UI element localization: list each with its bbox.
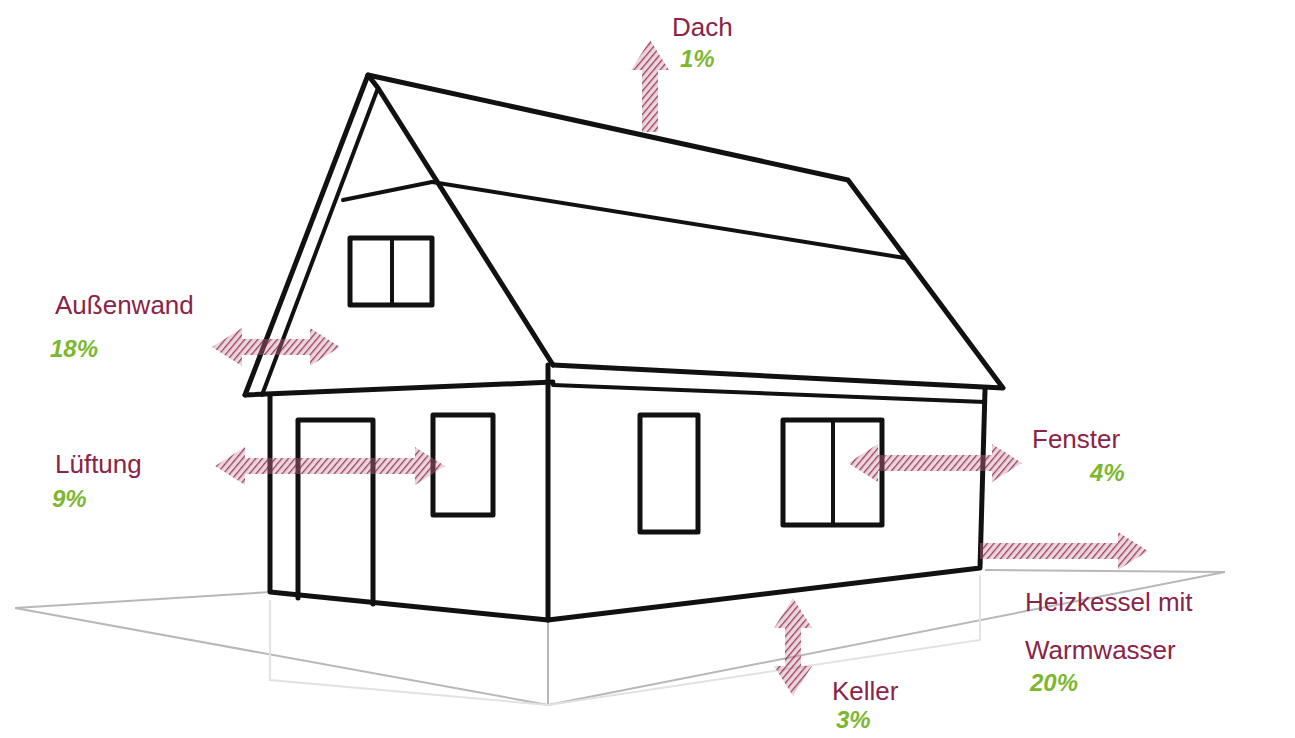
loss-label: Außenwand: [55, 290, 194, 320]
percentage-value: 9%: [52, 484, 87, 514]
heat-arrow: [212, 328, 340, 366]
loss-label: Fenster: [1032, 424, 1120, 454]
loss-label: Dach: [672, 12, 733, 42]
percentage-value: 4%: [1090, 458, 1125, 488]
heat-loss-arrows: [212, 40, 1148, 696]
loss-label: Heizkessel mit Warmwasser: [1025, 578, 1287, 674]
heat-arrow: [215, 447, 445, 485]
heat-arrow: [631, 40, 669, 132]
heat-arrow: [774, 598, 812, 696]
percentage-value: 20%: [1030, 668, 1078, 698]
heat-arrow: [848, 444, 1022, 482]
heat-arrow: [980, 532, 1148, 570]
loss-label: Lüftung: [55, 449, 142, 479]
percentage-value: 3%: [836, 705, 871, 735]
loss-label: Keller: [832, 676, 898, 706]
percentage-value: 1%: [680, 44, 715, 74]
percentage-value: 18%: [50, 334, 98, 364]
house-outline: [245, 75, 1003, 620]
